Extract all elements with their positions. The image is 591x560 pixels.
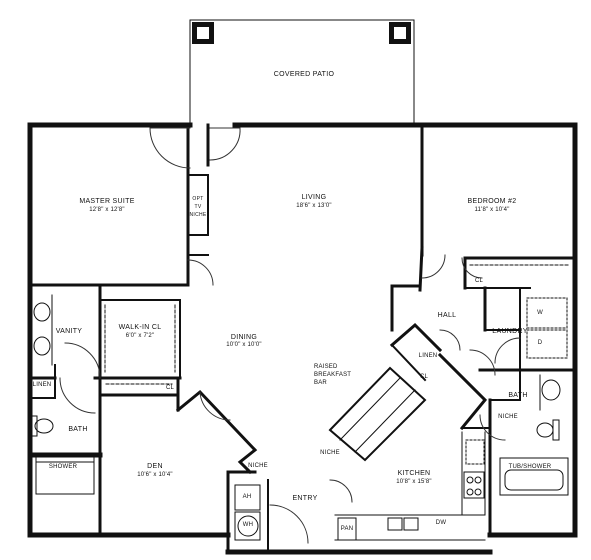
cl-kitchen-label: CL [419, 374, 429, 380]
bedroom2-label: BEDROOM #2 [467, 198, 517, 205]
entry-label: ENTRY [292, 495, 318, 502]
linen-hall-label: LINEN [418, 353, 438, 359]
kitchen-label: KITCHEN [397, 470, 431, 477]
covered-patio-outline [189, 19, 415, 126]
exterior-walls [27, 122, 578, 555]
tub-shower-label: TUB/SHOWER [508, 464, 552, 470]
cl-bedroom-label: CL [474, 278, 484, 284]
niche-bath-label: NICHE [498, 414, 518, 420]
raised-bar-line1: RAISED [314, 364, 338, 370]
opt-tv-niche-line2: TV [194, 204, 202, 210]
covered-patio-label: COVERED PATIO [273, 71, 335, 78]
hall-label: HALL [437, 312, 457, 319]
kitchen-dims: 10'8" x 15'8" [396, 479, 432, 485]
master-suite-label: MASTER SUITE [79, 198, 135, 205]
master-suite-dims: 12'8" x 12'8" [89, 207, 125, 213]
raised-bar-line2: BREAKFAST [314, 372, 352, 378]
laundry-label: LAUNDRY [492, 328, 528, 335]
dining-dims: 10'0" x 10'0" [226, 342, 262, 348]
bedroom2-dims: 11'8" x 10'4" [474, 207, 510, 213]
opt-tv-niche-line3: NICHE [189, 212, 207, 218]
niche-kitchen-label: NICHE [320, 450, 340, 456]
den-label: DEN [147, 463, 163, 470]
dw-label: DW [435, 520, 447, 526]
walk-in-closet-label: WALK-IN CL [118, 324, 162, 331]
ah-label: AH [242, 494, 252, 500]
bath-2-label: BATH [508, 392, 528, 399]
bath-master-label: BATH [68, 426, 88, 433]
washer-label: W [537, 310, 543, 316]
walk-in-closet-dims: 6'0" x 7'2" [125, 333, 155, 339]
living-label: LIVING [301, 194, 327, 201]
opt-tv-niche-line1: OPT [192, 196, 204, 202]
living-dims: 18'6" x 13'0" [296, 203, 332, 209]
dining-label: DINING [230, 334, 258, 341]
vanity-label: VANITY [55, 328, 83, 335]
wh-label: WH [242, 522, 254, 528]
interior-walls [28, 123, 577, 554]
door-swings [59, 127, 521, 544]
den-dims: 10'6" x 10'4" [137, 472, 173, 478]
dryer-label: D [537, 340, 543, 346]
raised-bar-line3: BAR [314, 380, 327, 386]
niche-den-label: NICHE [248, 463, 268, 469]
shower-label: SHOWER [48, 464, 78, 470]
cl-den-label: CL [165, 385, 175, 391]
linen-bath-label: LINEN [32, 382, 52, 388]
fixtures [31, 264, 571, 541]
pan-label: PAN [340, 526, 354, 532]
